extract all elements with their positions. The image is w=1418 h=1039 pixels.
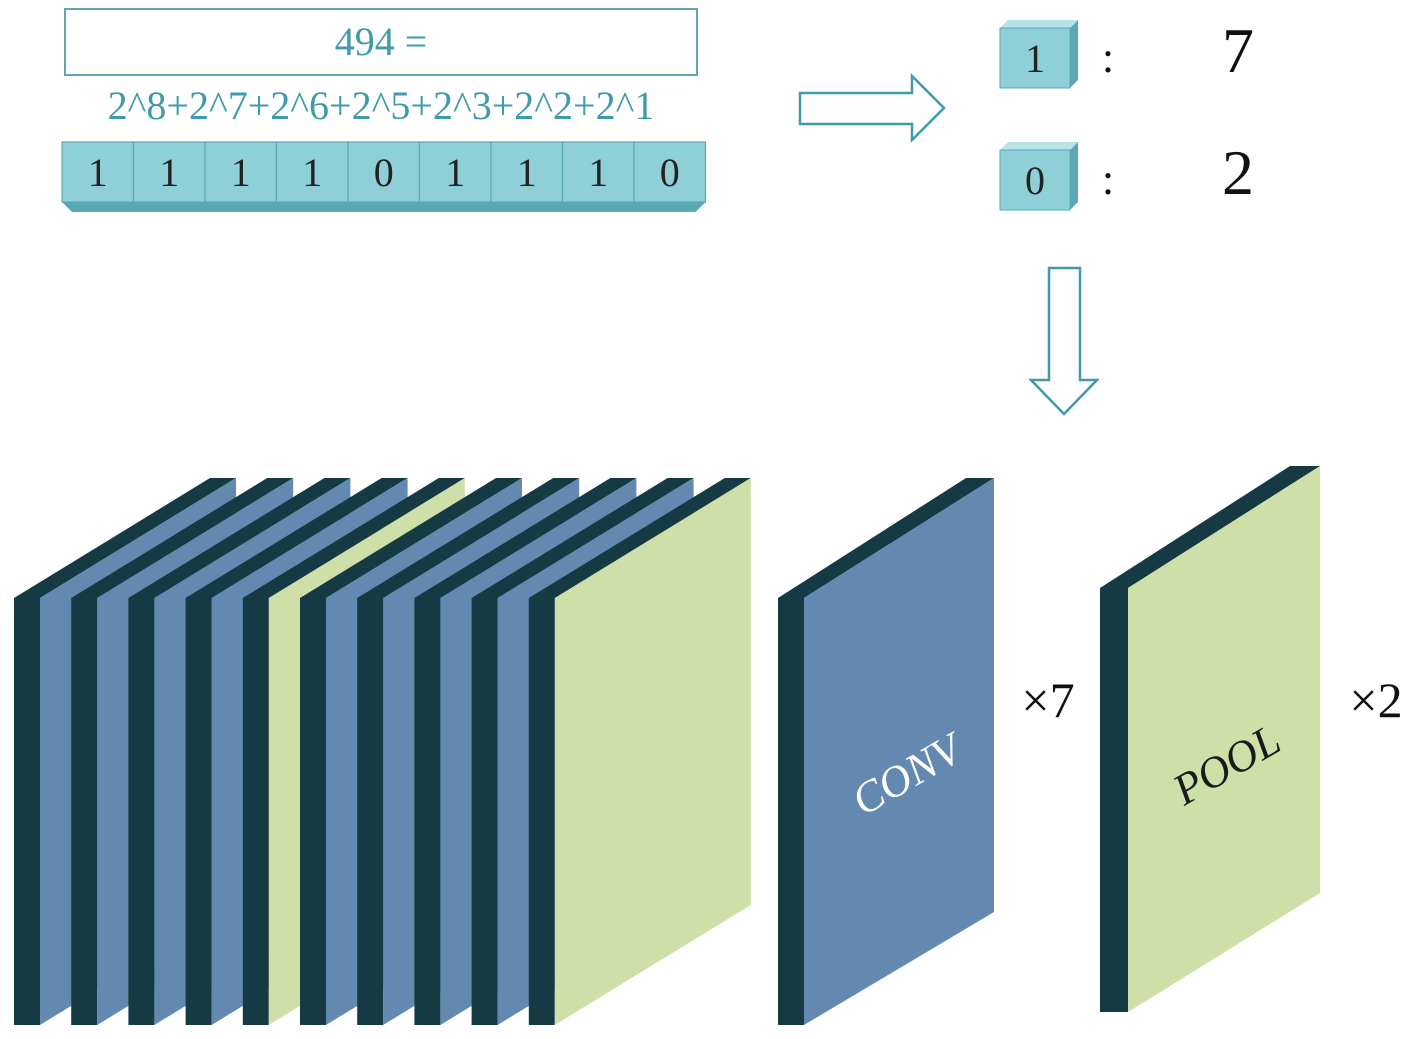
count-row-one: 1 : 7 (999, 15, 1254, 89)
bit-cell (61, 141, 135, 203)
layer-slab-top (185, 478, 408, 598)
layer-slab-edge (471, 598, 498, 1025)
conv-layer: CONV (778, 478, 994, 1025)
count-row-bit: 0 (1025, 158, 1045, 203)
layer-slab-edge (185, 598, 212, 1025)
bit-cube-side (1070, 20, 1078, 88)
bit-cube-face (999, 27, 1071, 89)
bit-cube-top (1000, 142, 1078, 150)
bit-cell (418, 141, 492, 203)
layer-slab-edge (300, 598, 326, 1025)
bit-cube-side (1070, 142, 1078, 210)
count-row-count: 7 (1222, 15, 1254, 86)
bit-value: 1 (588, 150, 608, 195)
bit-cell (132, 141, 206, 203)
pool-slab-top (1100, 466, 1320, 588)
count-row-count: 2 (1222, 137, 1254, 208)
conv-slab-edge (778, 598, 804, 1025)
layer-slab-top (357, 478, 580, 598)
count-row-colon: : (1102, 155, 1114, 204)
layer-slab-top (471, 478, 694, 598)
layer-slab-edge (71, 598, 98, 1025)
equation-box: 494 = 2^8+2^7+2^6+2^5+2^3+2^2+2^1 (64, 8, 698, 128)
conv-slab-top (778, 478, 994, 598)
conv-multiplier: ×7 (1021, 672, 1074, 728)
layer-slab-top (300, 478, 522, 598)
layer-slab-top (414, 478, 637, 598)
bit-value: 0 (660, 150, 680, 195)
layer-slab-top (528, 478, 751, 598)
layer-slab-top (14, 478, 236, 598)
arrow-down-icon (1028, 266, 1100, 416)
bit-value: 1 (445, 150, 465, 195)
bit-value: 0 (374, 150, 394, 195)
count-row-bit: 1 (1025, 36, 1045, 81)
pool-multiplier: ×2 (1349, 672, 1402, 728)
pool-layer: POOL (1100, 466, 1320, 1012)
bit-cell (347, 141, 421, 203)
bit-cell (633, 141, 707, 203)
layer-slab-top (71, 478, 294, 598)
arrow-right-icon (798, 72, 946, 144)
layer-slab-edge (357, 598, 384, 1025)
count-row-zero: 0 : 2 (999, 137, 1254, 211)
bit-strip-bevel (62, 202, 706, 212)
layer-slab-top (242, 478, 465, 598)
layer-slab-top (128, 478, 351, 598)
layer-slab-edge (414, 598, 441, 1025)
bit-value: 1 (302, 150, 322, 195)
layer-stack (14, 478, 751, 1025)
layer-slab-edge (528, 598, 555, 1025)
pool-slab-face (1128, 466, 1320, 1012)
bit-cell (204, 141, 278, 203)
layer-slab-edge (242, 598, 269, 1025)
bit-cube-top (1000, 20, 1078, 28)
bit-value: 1 (517, 150, 537, 195)
layer-slab-edge (128, 598, 155, 1025)
bit-value: 1 (88, 150, 108, 195)
pool-slab-face (554, 478, 751, 1025)
bit-value: 1 (231, 150, 251, 195)
bit-cell (490, 141, 564, 203)
bit-strip: 1 1 1 1 0 1 1 1 0 (61, 141, 707, 212)
bit-cell (561, 141, 635, 203)
conv-slab-face (804, 478, 994, 1025)
bit-value: 1 (159, 150, 179, 195)
bit-cube-face (999, 149, 1071, 211)
layer-slab-edge (14, 598, 40, 1025)
pool-slab-edge (1100, 588, 1128, 1012)
count-row-colon: : (1102, 33, 1114, 82)
equation-text: 494 = 2^8+2^7+2^6+2^5+2^3+2^2+2^1 (107, 19, 655, 128)
